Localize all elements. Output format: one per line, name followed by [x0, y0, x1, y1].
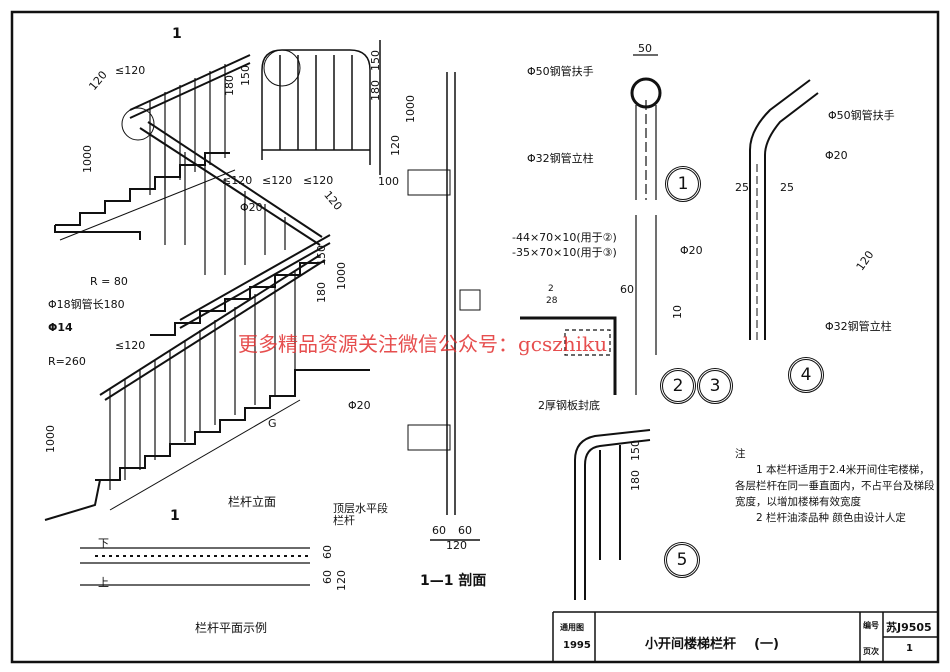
- dim: ≤120: [262, 174, 293, 187]
- label-bottom-plate: 2厚钢板封底: [538, 399, 600, 412]
- dim: 1000: [44, 425, 57, 453]
- detail-4-lines: [749, 79, 819, 340]
- detail-number-4: 4: [788, 357, 824, 393]
- notes: 注 1 本栏杆适用于2.4米开间住宅楼梯，各层栏杆在同一垂直面内，不占平台及梯段…: [735, 446, 935, 526]
- dim: 60: [620, 283, 634, 296]
- detail-1-lines: [520, 54, 662, 395]
- dim: 1000: [404, 95, 417, 123]
- year: 1995: [563, 640, 591, 651]
- dim: 10: [671, 305, 684, 319]
- dim: G: [268, 417, 277, 430]
- dim: 180: [629, 470, 642, 491]
- page-number: 1: [906, 643, 913, 654]
- drawing-title: 小开间楼梯栏杆 (一): [645, 637, 779, 652]
- plan-title: 栏杆平面示例: [195, 621, 268, 635]
- watermark: 更多精品资源关注微信公众号：gcszhiku: [238, 332, 608, 356]
- label-r80: R = 80: [90, 275, 128, 288]
- label-plate-2: -44×70×10(用于②): [512, 231, 617, 244]
- dim: 180: [223, 75, 236, 96]
- dim: 150: [239, 65, 252, 86]
- section-title: 1—1 剖面: [420, 573, 487, 589]
- dim: 60: [321, 570, 334, 584]
- section-1-1: [407, 72, 481, 541]
- dim: 150: [315, 245, 328, 266]
- label-d4-post: Φ32钢管立柱: [825, 320, 892, 333]
- label-r260: R=260: [48, 355, 86, 368]
- stair-middle: [54, 225, 331, 336]
- dim: 1000: [81, 145, 94, 173]
- number-label: 编号: [863, 621, 879, 630]
- detail-5-lines: [574, 429, 651, 600]
- label-phi18: Φ18钢管长180: [48, 298, 125, 311]
- dim: 120: [446, 539, 467, 552]
- label-handrail: Φ50钢管扶手: [527, 65, 594, 78]
- detail-number-3: 3: [697, 368, 733, 404]
- balusters-lower: [109, 270, 296, 490]
- balusters-upper: [149, 64, 286, 275]
- dim: 150: [629, 440, 642, 461]
- dim: Φ20: [240, 201, 263, 214]
- dim: 60: [458, 524, 472, 537]
- dim: 25: [780, 181, 794, 194]
- dim: 120: [389, 135, 402, 156]
- label-plate-3: -35×70×10(用于③): [512, 246, 617, 259]
- ref-callout: 28: [546, 296, 558, 306]
- notes-heading: 注: [735, 448, 746, 460]
- dim: 120: [335, 570, 348, 591]
- label-phi20: Φ20: [680, 244, 703, 257]
- dim: Φ20: [348, 399, 371, 412]
- dim: ≤120: [303, 174, 334, 187]
- plan-top-level-label: 顶层水平段栏杆: [333, 502, 388, 527]
- note-item: 2 栏杆油漆品种 颜色由设计人定: [756, 512, 906, 524]
- detail-number-2: 2: [660, 368, 696, 404]
- end-elevation: [261, 40, 381, 175]
- label-d4-handrail: Φ50钢管扶手: [828, 109, 895, 122]
- plan-down: 下: [98, 537, 109, 550]
- dim: 100: [378, 175, 399, 188]
- label-d4-phi20: Φ20: [825, 149, 848, 162]
- detail-circle-4: [121, 107, 155, 141]
- section-mark: 1: [170, 508, 180, 524]
- ref-callout: 2: [548, 284, 554, 294]
- stair-base: [44, 479, 101, 521]
- stair-upper: [55, 54, 323, 246]
- elevation-title: 栏杆立面: [228, 495, 277, 509]
- drawing-number: 苏J9505: [886, 621, 932, 634]
- dim: ≤120: [115, 339, 146, 352]
- dim: 180: [315, 282, 328, 303]
- plan-lines: [80, 547, 310, 586]
- sheet-border: [10, 10, 940, 664]
- dim: ≤120: [222, 174, 253, 187]
- page-label: 页次: [863, 647, 879, 656]
- general-label: 通用图: [560, 623, 584, 632]
- dim: 150: [369, 50, 382, 71]
- label-post: Φ32钢管立柱: [527, 152, 594, 165]
- note-item: 1 本栏杆适用于2.4米开间住宅楼梯，各层栏杆在同一垂直面内，不占平台及梯段宽度…: [735, 464, 935, 508]
- detail-number-5: 5: [664, 542, 700, 578]
- plan-up: 上: [98, 576, 109, 589]
- stair-lower: [95, 254, 370, 511]
- dim: 180: [369, 80, 382, 101]
- dim: ≤120: [115, 64, 146, 77]
- title-block-lines: [552, 611, 938, 662]
- detail-number-1: 1: [665, 166, 701, 202]
- dim: 50: [638, 42, 652, 55]
- dim: 60: [321, 545, 334, 559]
- dim: 60: [432, 524, 446, 537]
- label-phi14: Φ14: [48, 321, 73, 334]
- dim: 1000: [335, 262, 348, 290]
- dim: 25: [735, 181, 749, 194]
- section-mark: 1: [172, 26, 182, 42]
